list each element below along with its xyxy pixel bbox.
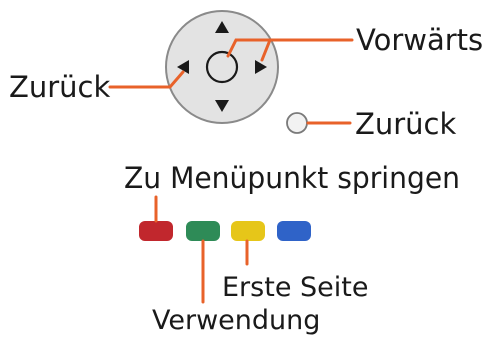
callout-forward-center (226, 38, 354, 58)
arrow-down-icon (215, 100, 229, 112)
arrow-up-icon (215, 21, 229, 33)
color-buttons (139, 221, 311, 241)
label-forward: Vorwärts (356, 23, 483, 57)
label-jump-to-menu-item: Zu Menüpunkt springen (124, 161, 460, 195)
label-first-page: Erste Seite (222, 272, 368, 303)
green-button-icon (186, 221, 220, 241)
dpad-icon (165, 10, 279, 124)
callout-forward-right (260, 38, 272, 62)
ok-ring-icon (205, 50, 239, 84)
label-back-button: Zurück (355, 107, 456, 141)
callout-back-left (108, 70, 185, 89)
label-usage: Verwendung (152, 305, 320, 336)
return-button-icon (286, 112, 308, 134)
blue-button-icon (277, 221, 311, 241)
callout-lines (108, 38, 354, 304)
arrow-right-icon (255, 60, 267, 74)
label-back-left: Zurück (9, 70, 110, 104)
arrow-left-icon (177, 60, 189, 74)
yellow-button-icon (231, 221, 265, 241)
red-button-icon (139, 221, 173, 241)
